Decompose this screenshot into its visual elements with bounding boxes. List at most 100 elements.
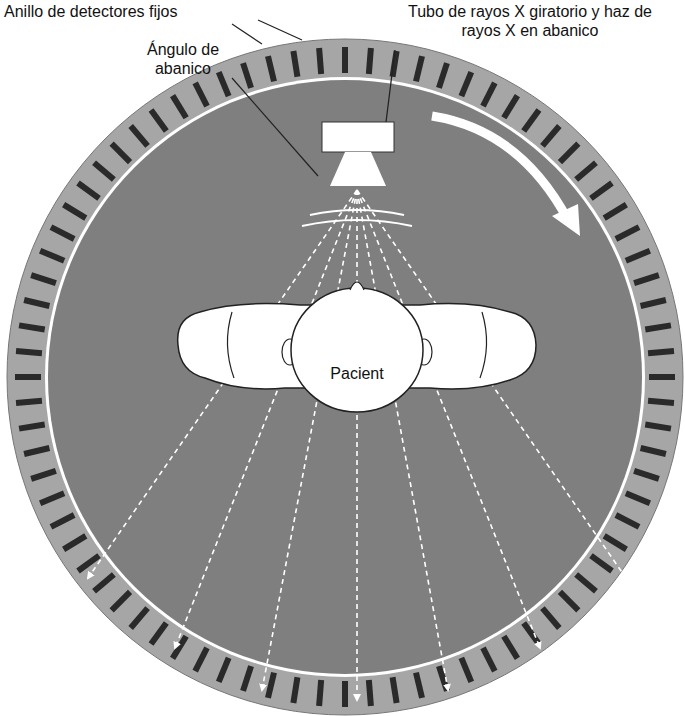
detector-element [268, 56, 274, 81]
detector-element [504, 96, 518, 118]
detector-element [369, 680, 371, 706]
detector-element [94, 163, 114, 180]
detector-element [342, 47, 348, 73]
detector-element [648, 401, 674, 403]
detector-element [626, 493, 650, 503]
detector-element [131, 608, 148, 628]
detector-element [31, 471, 56, 479]
detector-element [195, 83, 207, 106]
detector-element [576, 163, 596, 180]
x-ray-path [357, 190, 448, 690]
detector-element [576, 574, 596, 591]
detector-element [634, 275, 659, 283]
fan-angle-label: Ángulo de abanico [118, 40, 248, 78]
detector-element [268, 673, 274, 698]
leader-line [258, 20, 302, 40]
detector-element [483, 648, 495, 671]
detector-element [219, 658, 229, 682]
ring-edge [45, 77, 645, 677]
detector-element [648, 351, 674, 353]
gantry-bore [48, 80, 642, 674]
detector-element [31, 275, 56, 283]
detector-element [293, 677, 297, 703]
detector-element [78, 183, 99, 198]
detector-element [416, 673, 422, 698]
ring-label: Anillo de detectores fijos [4, 2, 294, 21]
tube-collimator [330, 152, 386, 186]
detector-element [151, 110, 166, 131]
fan-beam-rays [88, 190, 626, 700]
detector-element [416, 56, 422, 81]
detector-element [641, 300, 666, 306]
x-ray-path [175, 190, 357, 648]
detector-element [195, 648, 207, 671]
detector-element [64, 205, 86, 219]
detector-element [19, 325, 45, 329]
detector-element [78, 556, 99, 571]
detector-element [64, 536, 86, 550]
leader-line [386, 50, 395, 122]
detector-element [319, 680, 321, 706]
detector-element [461, 72, 471, 96]
detector-element [560, 592, 578, 610]
detector-element [626, 251, 650, 261]
detector-element [243, 666, 251, 691]
detector-element [24, 300, 49, 306]
detector-element [645, 425, 671, 429]
detector-element [51, 227, 74, 239]
tube-label: Tubo de rayos X giratorio y haz de rayos… [400, 2, 660, 40]
detector-element [173, 96, 187, 118]
detector-element [40, 251, 64, 261]
detector-element [604, 536, 626, 550]
detector-element [342, 681, 348, 707]
detector-elements [15, 47, 675, 707]
leader-line [232, 24, 262, 44]
detector-ring [7, 39, 683, 715]
detector-element [16, 401, 42, 403]
leader-line [232, 78, 318, 176]
detector-element [19, 425, 45, 429]
detector-element [319, 48, 321, 74]
detector-element [293, 51, 297, 77]
detector-element [243, 63, 251, 88]
detector-element [439, 63, 447, 88]
x-ray-path [357, 190, 540, 648]
detector-element [645, 325, 671, 329]
detector-element [524, 110, 539, 131]
x-ray-path [262, 190, 357, 690]
x-ray-tube [322, 122, 394, 152]
fan-arc [302, 220, 412, 226]
detector-element [604, 205, 626, 219]
detector-element [151, 623, 166, 644]
detector-element [51, 515, 74, 527]
detector-element [649, 374, 675, 380]
fan-arc [310, 210, 404, 215]
detector-element [94, 574, 114, 591]
detector-element [219, 72, 229, 96]
detector-element [24, 448, 49, 454]
detector-element [461, 658, 471, 682]
detector-element [641, 448, 666, 454]
detector-element [542, 608, 559, 628]
detector-element [15, 374, 41, 380]
detector-element [504, 636, 518, 658]
detector-element [616, 227, 639, 239]
x-ray-path [356, 190, 358, 700]
detector-element [16, 351, 42, 353]
detector-element [112, 592, 130, 610]
detector-element [112, 144, 130, 162]
rotation-arrow [432, 116, 568, 220]
detector-element [483, 83, 495, 106]
patient-figure [178, 282, 536, 412]
detector-element [40, 493, 64, 503]
detector-element [634, 471, 659, 479]
detector-element [591, 556, 612, 571]
detector-element [542, 126, 559, 146]
detector-element [560, 144, 578, 162]
detector-element [591, 183, 612, 198]
patient-label: Pacient [307, 364, 407, 383]
rotation-arrowhead [552, 204, 580, 236]
detector-element [173, 636, 187, 658]
